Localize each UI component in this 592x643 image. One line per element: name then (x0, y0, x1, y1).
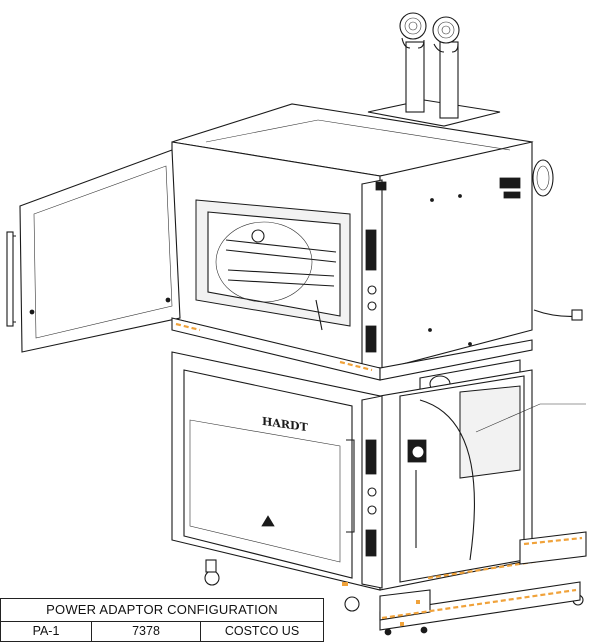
table-row: PA-1 7378 COSTCO US (0, 621, 324, 642)
table-title: POWER ADAPTOR CONFIGURATION (0, 598, 324, 622)
casters-and-base (204, 531, 587, 636)
exhaust-vent-assembly (367, 12, 501, 127)
upper-oven-body (171, 103, 583, 371)
open-oven-door (6, 149, 181, 353)
lower-oven-body: HARDT (171, 351, 586, 591)
adaptor-code-cell: PA-1 (0, 621, 92, 642)
customer-cell: COSTCO US (200, 621, 324, 642)
part-number-cell: 7378 (91, 621, 201, 642)
power-adaptor-config-table: POWER ADAPTOR CONFIGURATION PA-1 7378 CO… (0, 598, 324, 642)
